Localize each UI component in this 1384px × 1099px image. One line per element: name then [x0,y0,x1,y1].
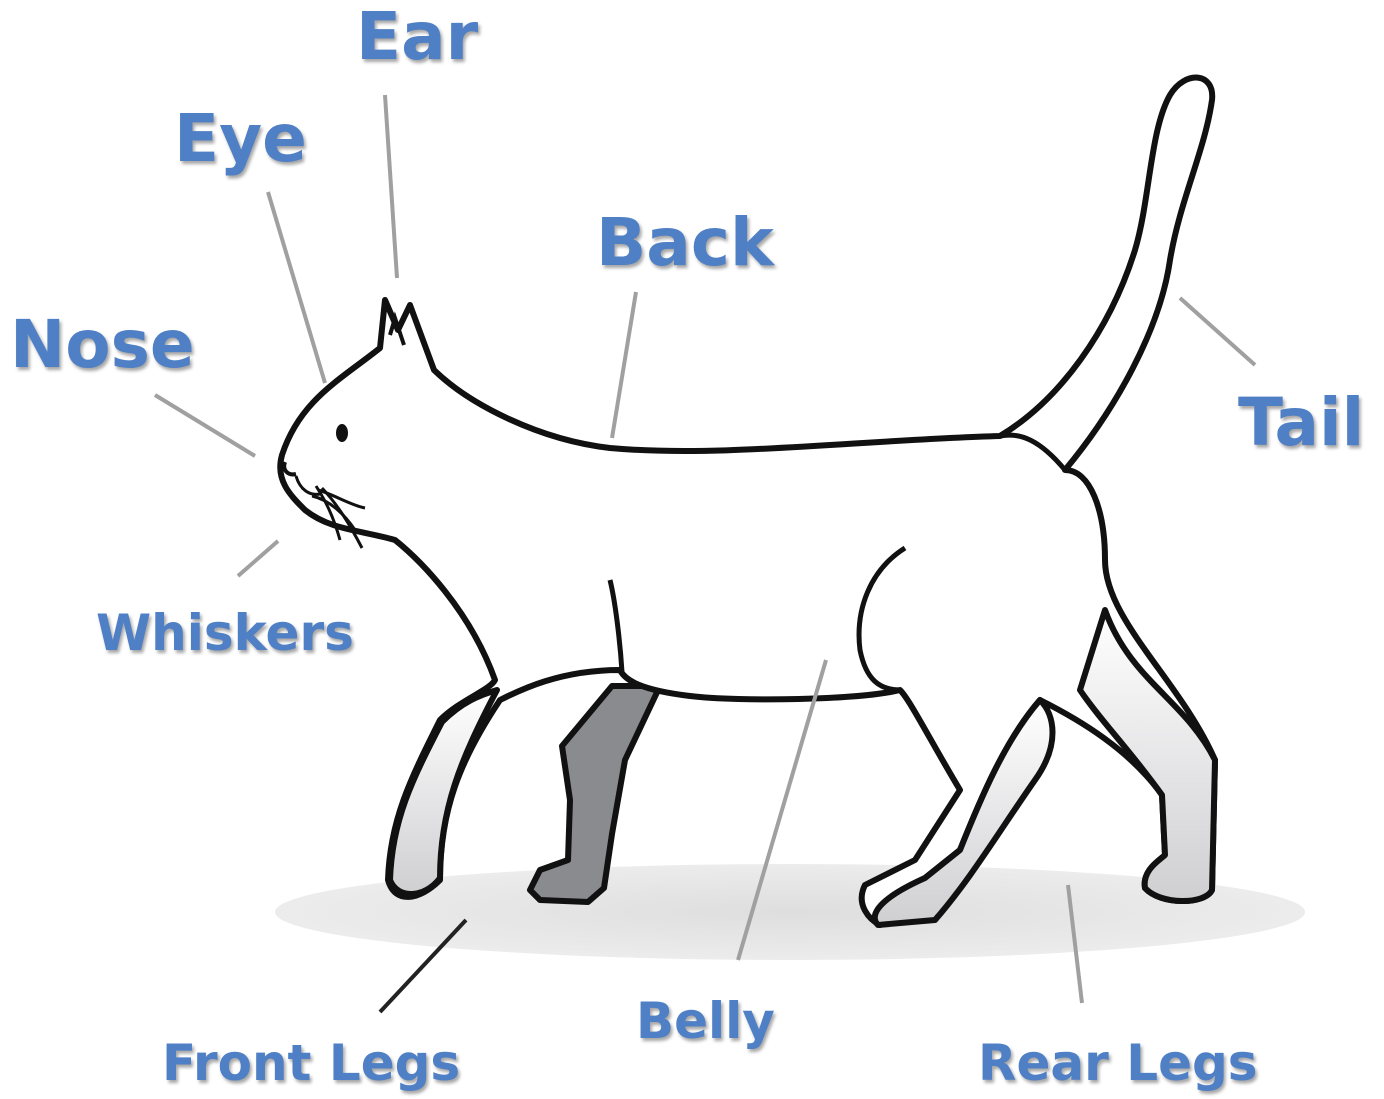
ear-leader-line [385,95,397,278]
eye-leader-line [268,192,325,383]
eye-icon [336,424,348,442]
label-belly: Belly [636,996,775,1046]
label-nose: Nose [10,312,195,378]
label-eye: Eye [174,106,307,172]
label-back: Back [596,210,774,276]
nose-leader-line [155,395,255,456]
back-leader-line [612,292,636,438]
near-front-leg [390,690,497,894]
label-tail: Tail [1238,390,1364,456]
label-ear: Ear [356,4,478,70]
label-whiskers: Whiskers [96,608,354,658]
label-rear-legs: Rear Legs [978,1038,1258,1088]
whiskers-leader-line [238,541,278,576]
tail-leader-line [1180,298,1255,365]
label-front-legs: Front Legs [162,1038,460,1088]
